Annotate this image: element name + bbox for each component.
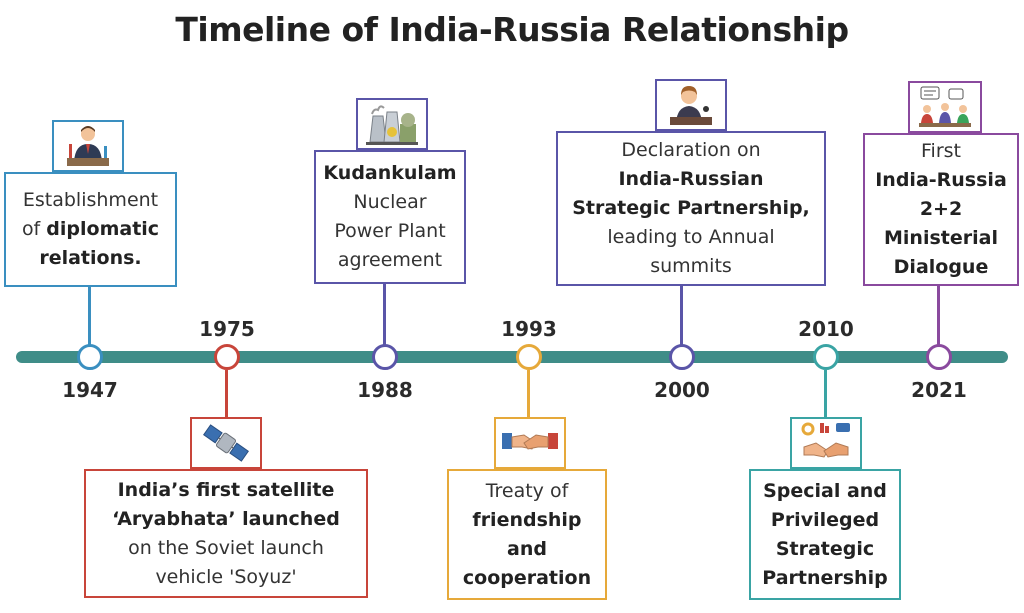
node-2000[interactable] xyxy=(669,344,695,370)
icon-box-2000 xyxy=(655,79,727,131)
event-line: relations. xyxy=(39,247,142,269)
nuclear-plant-icon xyxy=(366,105,418,145)
icon-box-1993 xyxy=(494,417,566,469)
event-box-2021: First India-Russia 2+2 Ministerial Dialo… xyxy=(863,133,1019,286)
event-box-2010: Special and Privileged Strategic Partner… xyxy=(749,469,901,600)
stem-1988 xyxy=(383,284,386,346)
event-line: on the Soviet launch xyxy=(128,536,324,559)
icon-box-1975 xyxy=(190,417,262,469)
year-1988: 1988 xyxy=(357,378,413,402)
event-box-1988: Kudankulam Nuclear Power Plant agreement xyxy=(314,150,466,284)
event-line: and xyxy=(507,537,547,560)
year-2010: 2010 xyxy=(798,317,854,341)
node-2021[interactable] xyxy=(926,344,952,370)
handshake-icon xyxy=(502,433,558,450)
stem-2021 xyxy=(937,286,940,346)
event-line: ‘Aryabhata’ launched xyxy=(112,507,340,530)
event-line: Strategic xyxy=(775,537,875,560)
timeline-axis xyxy=(16,351,1008,363)
year-2000: 2000 xyxy=(654,378,710,402)
icon-box-2021 xyxy=(908,81,982,133)
icon-box-1947 xyxy=(52,120,124,172)
event-line: cooperation xyxy=(462,566,592,589)
node-2010[interactable] xyxy=(813,344,839,370)
event-line: Dialogue xyxy=(893,256,989,278)
year-1993: 1993 xyxy=(501,317,557,341)
event-line: Nuclear xyxy=(353,191,427,213)
event-line: Special and xyxy=(763,479,887,502)
event-line: leading to Annual xyxy=(607,226,775,248)
event-line: summits xyxy=(650,255,732,277)
speaker-icon xyxy=(670,86,712,125)
partnership-icon xyxy=(801,422,850,458)
event-line: Privileged xyxy=(770,508,880,531)
event-line: India’s first satellite xyxy=(117,478,335,501)
event-line: Ministerial xyxy=(884,227,998,249)
event-line: First xyxy=(921,140,961,162)
event-line: Treaty of xyxy=(485,479,569,502)
event-line: 2+2 xyxy=(919,198,963,220)
event-line: India-Russia xyxy=(875,169,1007,191)
stem-2000 xyxy=(680,286,683,346)
node-1947[interactable] xyxy=(77,344,103,370)
node-1993[interactable] xyxy=(516,344,542,370)
event-line: Power Plant xyxy=(334,220,446,242)
node-1975[interactable] xyxy=(214,344,240,370)
page-title: Timeline of India-Russia Relationship xyxy=(175,10,849,49)
year-1975: 1975 xyxy=(199,317,255,341)
meeting-icon xyxy=(919,86,971,127)
year-2021: 2021 xyxy=(911,378,967,402)
event-line: Establishment xyxy=(22,189,159,211)
event-line: Declaration on xyxy=(621,139,761,161)
year-1947: 1947 xyxy=(62,378,118,402)
event-line: Kudankulam xyxy=(323,162,457,184)
event-line: friendship xyxy=(472,508,582,531)
stem-2010 xyxy=(824,370,827,418)
event-box-1993: Treaty of friendship and cooperation xyxy=(447,469,607,600)
diplomat-icon xyxy=(67,126,109,166)
event-line: Partnership xyxy=(762,566,888,589)
event-box-1975: India’s first satellite ‘Aryabhata’ laun… xyxy=(84,469,368,598)
satellite-icon xyxy=(203,424,249,462)
node-1988[interactable] xyxy=(372,344,398,370)
event-line: India-Russian xyxy=(618,168,764,190)
event-line: agreement xyxy=(337,249,443,271)
event-line: vehicle 'Soyuz' xyxy=(155,565,297,588)
stem-1993 xyxy=(527,370,530,418)
stem-1975 xyxy=(225,370,228,418)
event-box-2000: Declaration on India-Russian Strategic P… xyxy=(556,131,826,286)
icon-box-2010 xyxy=(790,417,862,469)
event-line: of diplomatic xyxy=(21,218,160,240)
event-box-1947: Establishment of diplomatic relations. xyxy=(4,172,177,287)
icon-box-1988 xyxy=(356,98,428,150)
stem-1947 xyxy=(88,286,91,346)
event-line: Strategic Partnership, xyxy=(572,197,810,219)
